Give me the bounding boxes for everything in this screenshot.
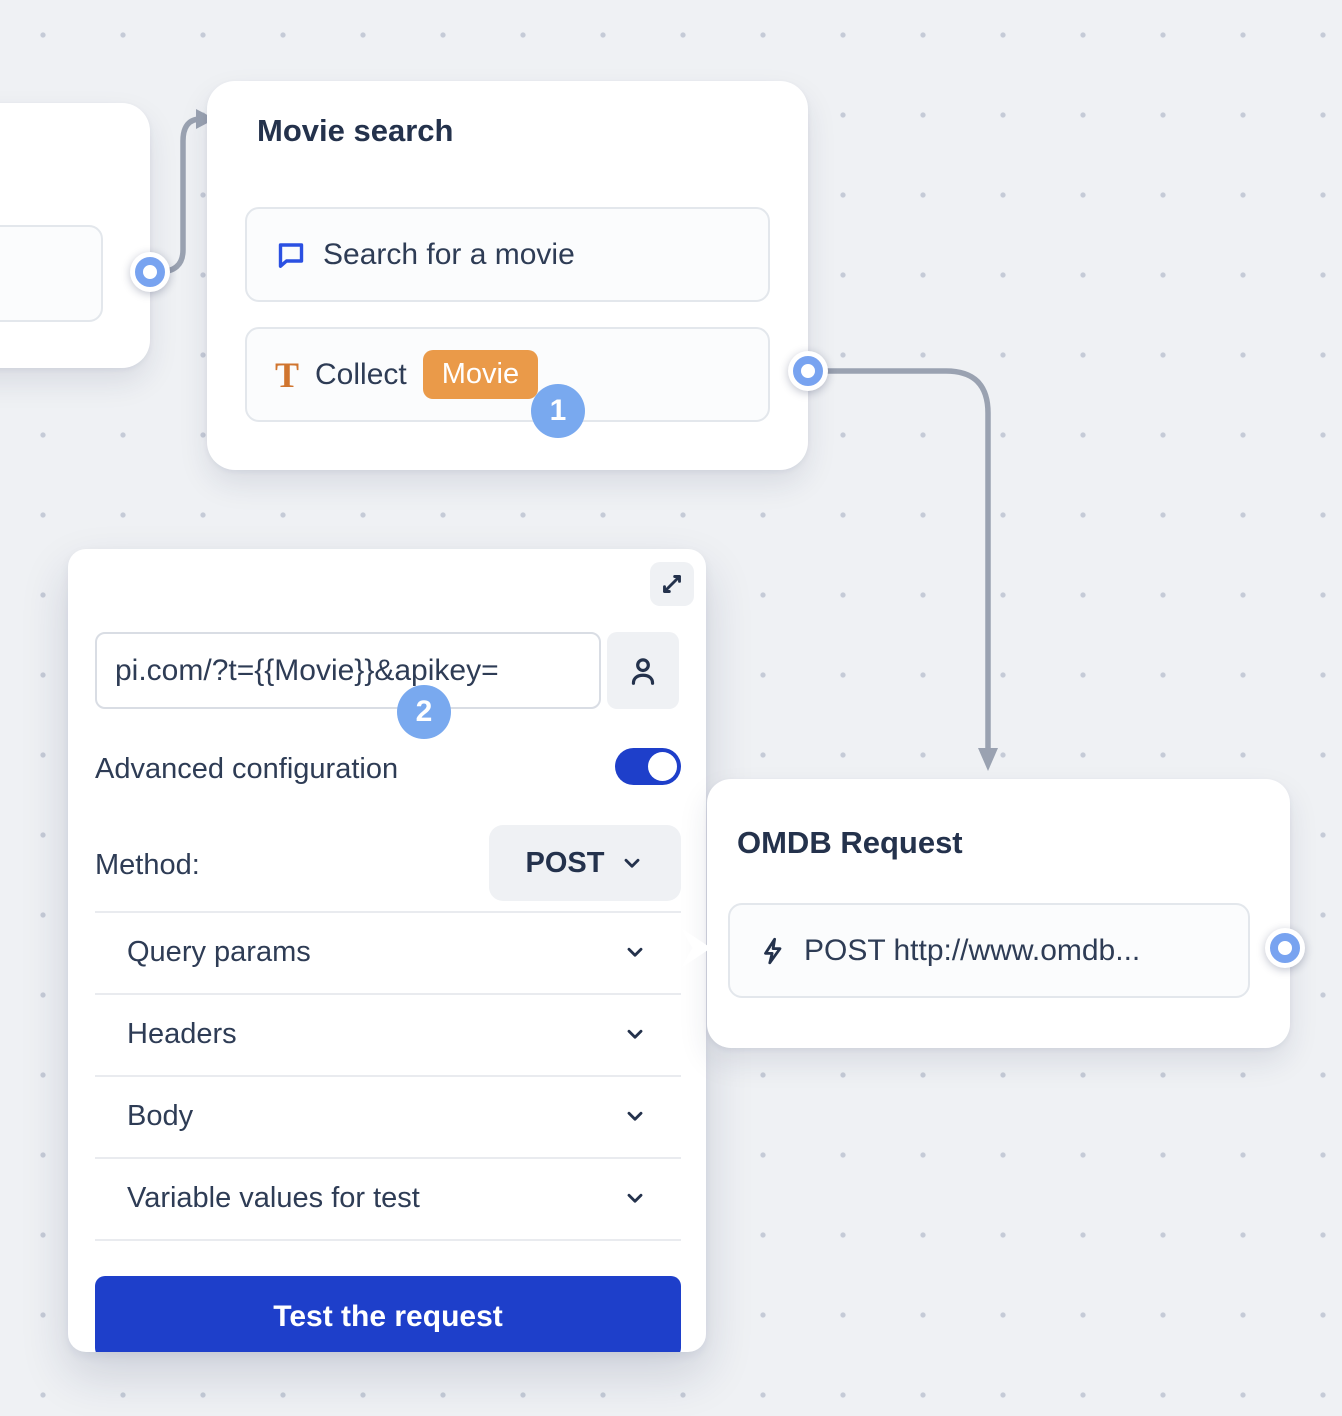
chevron-down-icon — [620, 851, 644, 875]
output-port-omdb[interactable] — [1265, 928, 1305, 968]
chevron-down-icon — [623, 940, 681, 964]
variables-button[interactable] — [607, 632, 679, 709]
node-title: Movie search — [257, 113, 454, 148]
advanced-configuration-toggle[interactable] — [615, 748, 681, 785]
section-label: Headers — [127, 1017, 237, 1050]
divider — [95, 911, 681, 913]
block-search-for-a-movie[interactable]: Search for a movie — [245, 207, 770, 302]
node-title: OMDB Request — [737, 825, 963, 860]
connector-into-movie-search — [155, 116, 204, 275]
divider — [95, 1239, 681, 1241]
section-body[interactable]: Body — [95, 1075, 681, 1157]
advanced-configuration-label: Advanced configuration — [95, 753, 399, 785]
node-movie-search[interactable]: Movie search Search for a movie T Collec… — [207, 81, 808, 470]
text-input-T-icon: T — [275, 354, 300, 395]
section-label: Body — [127, 1099, 194, 1132]
step-badge-2: 2 — [397, 685, 451, 739]
block-label: Collect — [315, 357, 407, 391]
divider — [95, 1075, 681, 1077]
divider — [95, 993, 681, 995]
expand-panel-button[interactable] — [650, 562, 694, 606]
method-label: Method: — [95, 849, 200, 881]
block-omdb-webhook[interactable]: POST http://www.omdb... — [728, 903, 1250, 998]
divider — [95, 1157, 681, 1159]
arrowhead-into-omdb — [978, 748, 998, 771]
port-ring — [1270, 933, 1300, 963]
connector-movie-to-omdb — [813, 368, 991, 753]
section-label: Query params — [127, 935, 311, 968]
lightning-icon — [758, 936, 788, 966]
request-url-input[interactable] — [95, 632, 601, 709]
port-ring — [793, 356, 823, 386]
partial-node-row[interactable] — [0, 225, 103, 322]
section-label: Variable values for test — [127, 1181, 420, 1214]
chevron-down-icon — [623, 1186, 681, 1210]
chat-bubble-icon — [275, 239, 307, 271]
output-port-movie-search[interactable] — [788, 351, 828, 391]
section-variable-values[interactable]: Variable values for test — [95, 1157, 681, 1239]
expand-icon — [657, 569, 687, 599]
block-collect-movie[interactable]: T Collect Movie — [245, 327, 770, 422]
chevron-down-icon — [623, 1022, 681, 1046]
method-value: POST — [525, 846, 605, 879]
block-label: POST http://www.omdb... — [804, 933, 1141, 967]
block-label: Search for a movie — [323, 237, 575, 271]
test-request-button[interactable]: Test the request — [95, 1276, 681, 1352]
partial-node[interactable] — [0, 103, 150, 368]
toggle-knob — [648, 752, 677, 781]
output-port-partial-node[interactable] — [130, 252, 170, 292]
variable-badge-movie[interactable]: Movie — [422, 350, 539, 399]
method-dropdown[interactable]: POST — [489, 825, 681, 901]
section-headers[interactable]: Headers — [95, 993, 681, 1075]
node-omdb-request[interactable]: OMDB Request POST http://www.omdb... — [681, 779, 1290, 1048]
chevron-down-icon — [623, 1104, 681, 1128]
step-badge-1: 1 — [531, 384, 585, 438]
section-query-params[interactable]: Query params — [95, 911, 681, 993]
person-icon — [626, 654, 660, 688]
request-config-panel: Advanced configuration Method: POST Quer… — [68, 549, 706, 1352]
port-ring — [135, 257, 165, 287]
